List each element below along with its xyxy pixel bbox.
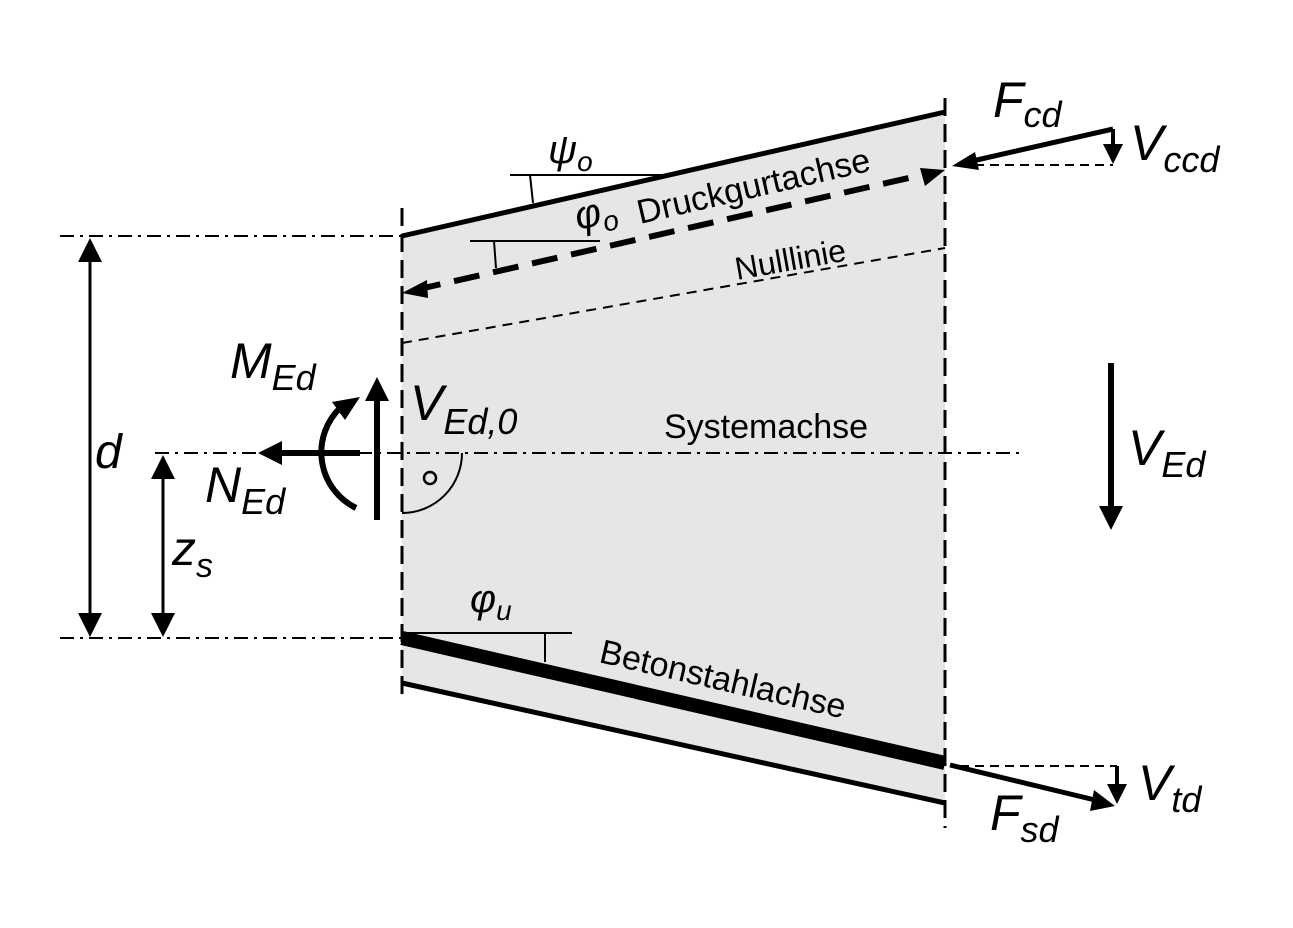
zs-arrow-down (151, 613, 175, 637)
label-m-ed: MEd (230, 333, 317, 398)
chord-arrowhead-right (920, 168, 945, 186)
label-v-ed: VEd (1128, 420, 1206, 485)
n-ed-arrowhead (258, 441, 282, 465)
label-systemachse: Systemachse (664, 408, 868, 446)
label-v-ccd: Vccd (1130, 115, 1220, 180)
f-cd-arrow-shaft (967, 126, 1114, 165)
label-d: d (95, 426, 123, 479)
right-angle-dot (422, 470, 438, 486)
label-z-s: zs (171, 523, 213, 585)
right-angle-arc (401, 452, 463, 514)
rebar-axis (400, 631, 947, 770)
compression-chord-axis (414, 169, 936, 293)
neutral-line (401, 247, 946, 344)
v-td-arrowhead (1107, 784, 1127, 804)
f-sd-arrowhead (1090, 790, 1115, 811)
f-sd-arrow-shaft (949, 762, 1096, 803)
m-ed-arrowhead (332, 397, 360, 420)
label-v-td: Vtd (1138, 755, 1202, 820)
f-cd-arrowhead (952, 152, 979, 170)
label-f-sd: Fsd (990, 785, 1060, 850)
v-ccd-arrowhead (1103, 144, 1123, 164)
phi-o-arc (493, 240, 497, 269)
chord-arrowhead-left (402, 280, 428, 298)
label-phi-u: φu (470, 577, 512, 626)
psi-o-arc (529, 174, 534, 204)
zs-arrow-up (151, 455, 175, 479)
m-ed-moment-arc (318, 405, 358, 511)
d-arrow-down (78, 613, 102, 637)
d-arrow-up (78, 238, 102, 262)
label-psi-o: ψo (548, 128, 593, 177)
label-v-ed0: VEd,0 (410, 375, 517, 442)
top-edge (401, 109, 946, 239)
v-ed0-arrowhead (365, 377, 389, 401)
label-n-ed: NEd (205, 457, 286, 522)
v-ed-arrowhead (1099, 506, 1123, 530)
label-f-cd: Fcd (993, 72, 1063, 135)
section-fill (402, 112, 945, 803)
bottom-edge (401, 680, 946, 806)
